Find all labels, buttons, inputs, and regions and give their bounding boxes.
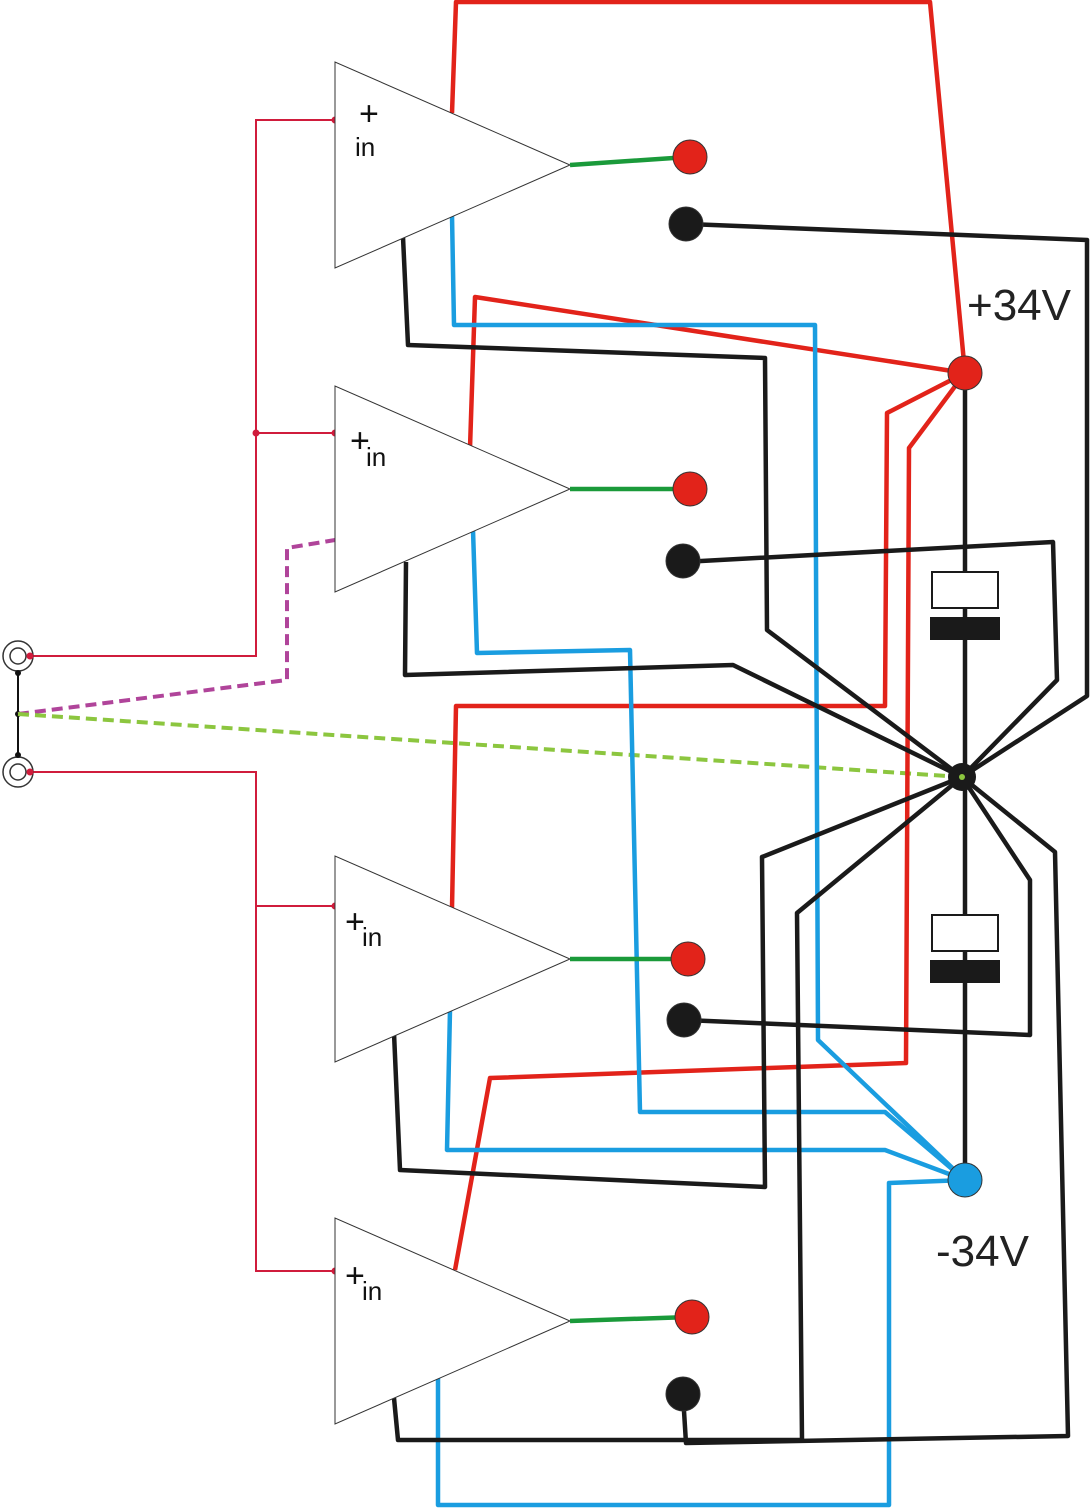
gnd-wire-speaker1 (687, 221, 1090, 779)
speaker-terminal-positive (670, 941, 706, 977)
dashed-ground-green (17, 712, 963, 779)
negative-rail-node (947, 1162, 983, 1198)
amplifier-plus: + (350, 422, 370, 460)
speaker-terminal-negative (665, 543, 701, 579)
jack-upper-tip (26, 652, 34, 660)
capacitor-upper (930, 571, 1000, 640)
output-wire-amp4 (569, 1314, 691, 1324)
pos-wire-amp3 (449, 370, 967, 909)
gnd-wire-amp1 (400, 236, 964, 779)
neg-wire-amp2 (470, 529, 967, 1182)
input-wire-lower (30, 771, 335, 1272)
input-jacks (2, 640, 34, 788)
amplifier-plus: + (345, 1257, 365, 1295)
jack-lower-tip (26, 768, 34, 776)
amplifier-input-label: in (355, 132, 375, 162)
neg-wire-amp3 (444, 1009, 966, 1183)
neg-wire-amp4 (435, 1177, 966, 1508)
gnd-wire-speaker3 (684, 775, 1033, 1038)
speaker-terminal-negative (666, 1002, 702, 1038)
jack-lower-inner (9, 763, 27, 781)
speaker-terminal-positive (674, 1299, 710, 1335)
pos-wire-amp4 (452, 371, 967, 1271)
capacitor-lower (930, 914, 1000, 983)
ground-wires (391, 221, 1090, 1446)
gnd-wire-speaker2 (682, 539, 1060, 779)
negative-supply-wires (435, 214, 967, 1508)
jack-upper-ground-dot (15, 670, 21, 676)
jack-lower-ground-dot (15, 752, 21, 758)
output-wires (569, 154, 691, 1324)
amplifier-1: + in (334, 61, 572, 269)
amplifier-input-label: in (362, 922, 382, 952)
input-wire-upper (30, 119, 335, 657)
pos-wire-amp2 (467, 294, 966, 449)
amplifier-plus: + (359, 95, 379, 133)
amplifier-triangle (334, 61, 572, 269)
input-signal-wires (30, 119, 335, 1272)
capacitor-upper-bar (930, 617, 1000, 640)
neg-wire-amp1 (449, 214, 967, 1182)
amplifier-triangle (334, 1217, 572, 1425)
negative-rail-label: -34V (936, 1227, 1030, 1276)
output-wire-amp1 (569, 154, 689, 168)
jack-upper-inner (9, 647, 27, 665)
positive-supply-wires (449, 0, 968, 1271)
dashed-ground-purple (17, 538, 336, 716)
capacitor-lower-plate (931, 914, 999, 952)
positive-rail-label: +34V (967, 281, 1072, 330)
speaker-terminal-positive (672, 139, 708, 175)
input-junction-dots (252, 116, 339, 1275)
positive-rail-node (947, 355, 983, 391)
speaker-terminals (665, 139, 710, 1412)
pos-wire-amp1 (449, 0, 968, 374)
amplifier-2: + in (334, 385, 572, 593)
amplifier-4: + in (334, 1217, 572, 1425)
gnd-wire-speaker4 (680, 775, 1071, 1446)
amplifier-triangle (334, 385, 572, 593)
amplifier-plus: + (345, 903, 365, 941)
amplifier-3: + in (334, 855, 572, 1063)
junction-dot (252, 429, 260, 437)
ground-star-center-dot (959, 774, 965, 780)
gnd-wire-amp2 (402, 561, 963, 780)
gnd-wire-amp3 (391, 774, 963, 1190)
capacitor-lower-bar (930, 960, 1000, 983)
speaker-terminal-positive (672, 471, 708, 507)
speaker-terminal-negative (668, 206, 704, 242)
amplifier-triangle (334, 855, 572, 1063)
amplifier-input-label: in (366, 442, 386, 472)
capacitor-upper-plate (931, 571, 999, 609)
amplifier-input-label: in (362, 1276, 382, 1306)
speaker-terminal-negative (665, 1376, 701, 1412)
